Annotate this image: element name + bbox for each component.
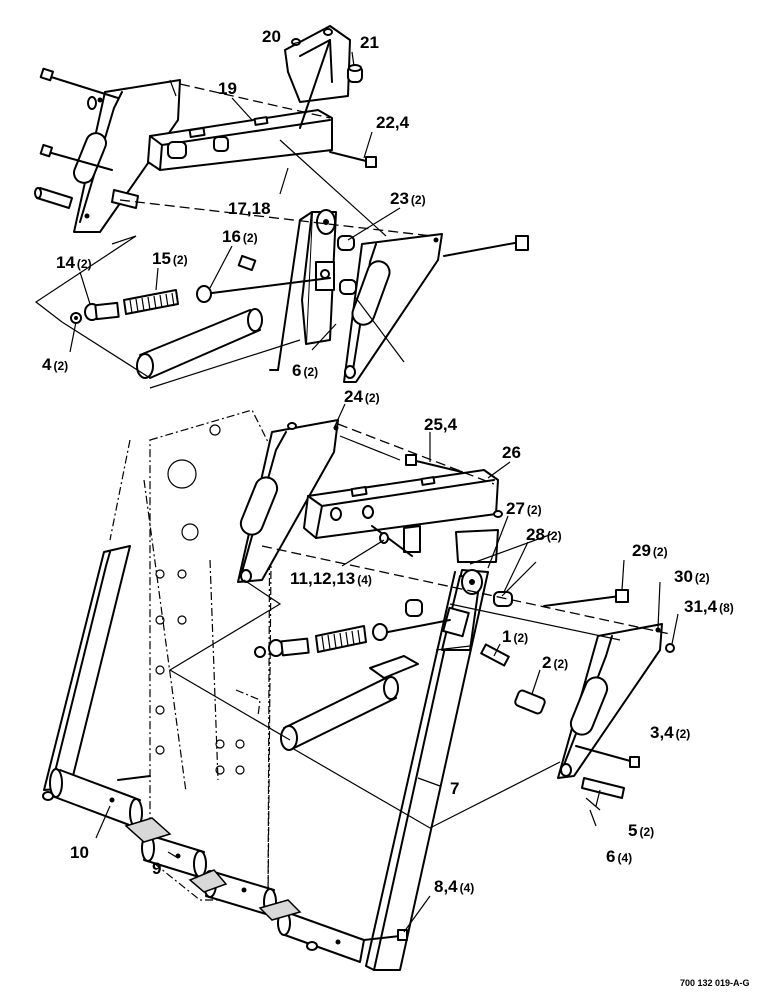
lower-assembly-lines [168, 423, 671, 829]
upper-right-mounting-plate [343, 233, 443, 383]
upper-pins-23 [337, 235, 357, 295]
upper-spacer-bushing [111, 189, 139, 209]
callout-25-4: 25,4 [424, 415, 458, 434]
upper-bushing-21 [347, 64, 363, 83]
lower-pins-28 [405, 591, 513, 617]
callout-6-lower: 6(4) [606, 847, 632, 866]
callout-17-18: 17,18 [228, 199, 271, 218]
lower-pivot-arm [365, 569, 489, 971]
upper-roller [136, 308, 263, 379]
callout-1: 1(2) [502, 627, 528, 646]
callout-22-4: 22,4 [376, 113, 410, 132]
callout-3-4: 3,4(2) [650, 723, 690, 742]
callout-9: 9 [152, 859, 161, 878]
lower-frame-member [43, 545, 131, 791]
lower-bolt-31 [665, 643, 675, 653]
upper-pivot-arm [269, 209, 337, 371]
lower-back-plate [455, 529, 499, 563]
callout-23: 23(2) [390, 189, 426, 208]
lower-bolt-25 [405, 454, 463, 473]
lower-bolt-29 [543, 589, 629, 607]
callout-28: 28(2) [526, 525, 562, 544]
lower-spring-assembly [254, 619, 451, 658]
callout-15: 15(2) [152, 249, 188, 268]
upper-left-mounting-plate [73, 79, 181, 233]
callout-2: 2(2) [542, 653, 568, 672]
upper-bracket-20 [284, 25, 351, 129]
lower-bushing-2 [514, 689, 546, 715]
callout-30: 30(2) [674, 567, 710, 586]
callout-leaders [69, 41, 679, 933]
lower-assembly [42, 409, 675, 971]
upper-assembly-lines [34, 79, 433, 389]
callout-19: 19 [218, 79, 237, 98]
callout-7: 7 [450, 779, 459, 798]
callout-10: 10 [70, 843, 89, 862]
upper-spring-assembly [70, 277, 331, 324]
callout-31-4: 31,4(8) [684, 597, 734, 616]
callout-16: 16(2) [222, 227, 258, 246]
callout-8-4: 8,4(4) [434, 877, 474, 896]
callout-11-12-13: 11,12,13(4) [290, 569, 372, 588]
callout-14: 14(2) [56, 253, 92, 272]
callout-26: 26 [502, 443, 521, 462]
callout-20: 20 [262, 27, 281, 46]
main-frame-outline [109, 409, 273, 901]
lower-bolt-11 [371, 525, 413, 557]
callout-5: 5(2) [628, 821, 654, 840]
callout-4: 4(2) [42, 355, 68, 374]
upper-assembly [34, 25, 529, 389]
figure-id: 700 132 019-A-G [680, 978, 750, 988]
upper-bolt-22 [329, 151, 377, 168]
lower-bar-5 [581, 777, 625, 799]
lower-right-mounting-plate [557, 623, 663, 779]
callout-24: 24(2) [344, 387, 380, 406]
lower-roller [280, 676, 399, 751]
upper-long-bolt [443, 235, 529, 257]
lower-bolt-8 [42, 775, 408, 951]
upper-left-bolts [34, 67, 119, 209]
upper-small-pin [237, 254, 257, 272]
upper-channel-bar [147, 109, 333, 171]
callout-27: 27(2) [506, 499, 542, 518]
callout-labels: 20 21 19 22,4 17,18 23(2) 16(2) 14(2) 15… [42, 27, 734, 896]
callout-6-upper: 6(2) [292, 361, 318, 380]
callout-21: 21 [360, 33, 379, 52]
lower-tube-assembly [49, 768, 365, 963]
callout-29: 29(2) [632, 541, 668, 560]
lower-channel-bar [303, 469, 503, 553]
lower-bolt-3 [575, 745, 640, 768]
